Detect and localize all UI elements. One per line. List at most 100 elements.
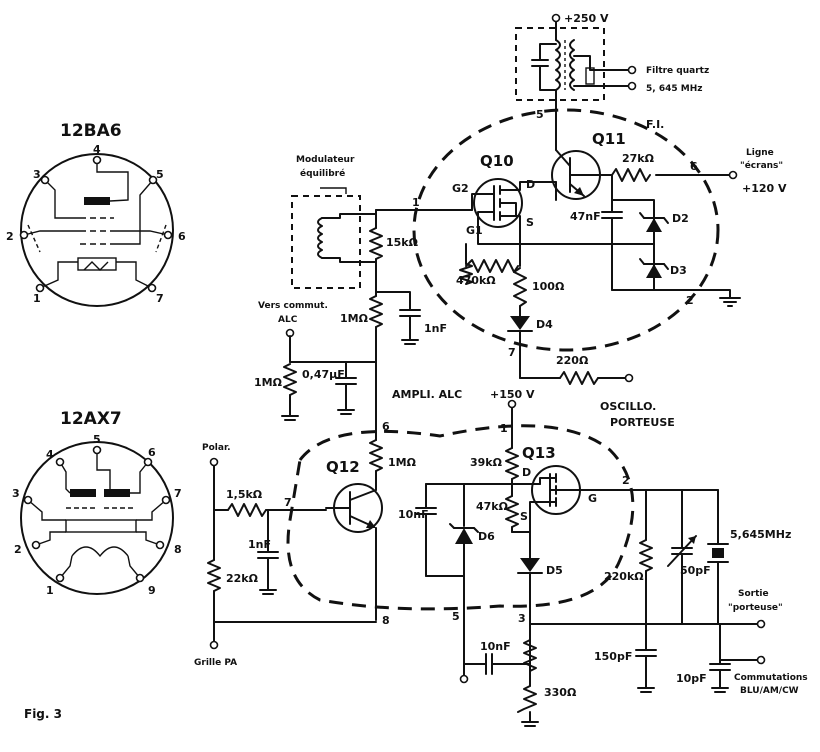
resistor-1m-b — [283, 363, 297, 396]
d4-label: D4 — [536, 318, 553, 331]
figure-caption: Fig. 3 — [24, 707, 62, 721]
resistor-220k — [639, 539, 653, 572]
c150p-label: 150pF — [594, 650, 632, 663]
diode-d2 — [646, 218, 662, 232]
r22k-label: 22kΩ — [226, 572, 259, 585]
q12-label: Q12 — [326, 458, 360, 476]
transistor-q12: 6 1MΩ Q12 8 — [325, 420, 417, 627]
diode-d3 — [646, 264, 662, 278]
d5-label: D5 — [546, 564, 563, 577]
filter-freq-label: 5, 645 MHz — [646, 84, 702, 94]
node-label: 2 — [622, 474, 630, 487]
node-label: 5 — [452, 610, 460, 623]
pin-label: 7 — [174, 487, 182, 500]
tube-12ax7-envelope — [20, 441, 174, 595]
fi-module-outline — [412, 108, 720, 352]
resistor-27k — [611, 168, 651, 182]
node-label: 1 — [500, 422, 508, 435]
tube-12ba6-plate — [84, 197, 110, 205]
q11-label: Q11 — [592, 130, 626, 148]
supply-250v-label: +250 V — [564, 12, 609, 25]
resistor-39k — [505, 447, 519, 480]
porteuse-label: PORTEUSE — [610, 416, 675, 429]
resistor-100 — [513, 267, 527, 307]
transistor-q11: Q11 — [551, 130, 626, 200]
pin-label: 6 — [178, 230, 186, 243]
quartz-filter: +250 V Filtre quartz 5, 645 MHz 5 — [515, 12, 709, 151]
tube-12ax7-title: 12AX7 — [60, 409, 122, 429]
r15k-label: 15kΩ — [386, 236, 419, 249]
pin-s13-label: S — [520, 510, 528, 523]
c10p-label: 10pF — [676, 672, 707, 685]
grille-pa-label: Grille PA — [194, 658, 237, 668]
pin-g13-label: G — [588, 492, 597, 505]
r220-label: 220Ω — [556, 354, 589, 367]
tube-12ba6: 12BA6 4 3 5 2 6 1 7 — [6, 121, 186, 307]
pin-d-label: D — [526, 178, 535, 191]
node-label: 1 — [412, 196, 420, 209]
commutations-label: Commutations — [734, 673, 808, 683]
supply-150v-label: +150 V — [490, 388, 535, 401]
crystal-label: 5,645MHz — [730, 528, 791, 541]
pin-g2-label: G2 — [452, 182, 469, 195]
blu-am-cw-label: BLU/AM/CW — [740, 686, 799, 696]
node-label: 2 — [686, 294, 694, 307]
node-label: 3 — [518, 612, 526, 625]
c50p-label: 50pF — [680, 564, 711, 577]
ecrans-label: "écrans" — [740, 160, 783, 171]
polar-label: Polar. — [202, 443, 231, 453]
tube-12ax7-plate-a — [70, 489, 96, 497]
r1m-c-label: 1MΩ — [388, 456, 417, 469]
modulator-coil — [317, 217, 323, 259]
pin-label: 1 — [33, 292, 41, 305]
r1m-a-label: 1MΩ — [340, 312, 369, 325]
pin-d13-label: D — [522, 466, 531, 479]
r1k5-label: 1,5kΩ — [226, 488, 263, 501]
resistor-47k — [505, 495, 519, 528]
ampli-alc-label: AMPLI. ALC — [392, 388, 462, 401]
filter-label: Filtre quartz — [646, 66, 709, 76]
node-label: 5 — [536, 108, 544, 121]
modulator-label: Modulateur — [296, 155, 355, 165]
r220k-label: 220kΩ — [604, 570, 644, 583]
transistor-q10: Q10 G2 G1 D S — [452, 152, 557, 237]
pin-s-label: S — [526, 216, 534, 229]
node-label: 6 — [690, 160, 698, 173]
sortie-label: Sortie — [738, 589, 769, 599]
resistor-330 — [517, 685, 537, 713]
resistor-15k — [369, 227, 383, 260]
c10n-b-label: 10nF — [480, 640, 511, 653]
diode-d4 — [510, 316, 530, 330]
q13-label: Q13 — [522, 444, 556, 462]
pin-label: 5 — [93, 433, 101, 446]
supply-120v-label: +120 V — [742, 182, 787, 195]
node-label: 7 — [508, 346, 516, 359]
pin-label: 3 — [33, 168, 41, 181]
pin-label: 2 — [6, 230, 14, 243]
tube-12ba6-envelope — [20, 153, 174, 307]
c47n-label: 47nF — [570, 210, 601, 223]
r39k-label: 39kΩ — [470, 456, 503, 469]
resistor-1k5 — [227, 503, 267, 517]
r100-label: 100Ω — [532, 280, 565, 293]
oscillo-label: OSCILLO. — [600, 400, 656, 413]
resistor-22k — [207, 559, 221, 592]
diode-d5 — [520, 558, 540, 572]
modulator-box — [291, 195, 361, 289]
d6-label: D6 — [478, 530, 495, 543]
pin-label: 2 — [14, 543, 22, 556]
pin-label: 1 — [46, 584, 54, 597]
d3-label: D3 — [670, 264, 687, 277]
node-label: 6 — [382, 420, 390, 433]
diode-d6 — [455, 528, 473, 544]
pin-label: 3 — [12, 487, 20, 500]
pin-label: 8 — [174, 543, 182, 556]
modulator-label-2: équilibré — [300, 168, 345, 179]
oscillator-module-outline — [286, 424, 635, 611]
tube-12ax7-plate-b — [104, 489, 130, 497]
fi-label: F.I. — [646, 118, 664, 131]
c1n-b-label: 1nF — [248, 538, 271, 551]
pin-label: 4 — [46, 448, 54, 461]
c047-label: 0,47µF — [302, 368, 345, 381]
